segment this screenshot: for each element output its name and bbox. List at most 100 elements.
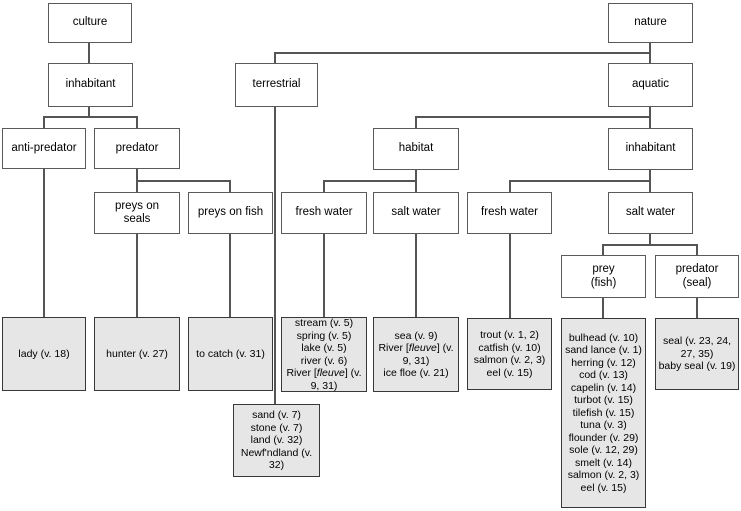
connector-salt-water-habitat-leaf: [415, 234, 417, 317]
node-preys-on-seals: preys on seals: [94, 192, 180, 234]
rail-nature-children: [274, 52, 651, 54]
node-habitat-label: habitat: [398, 142, 434, 155]
node-inhabitant-aquatic: inhabitant: [608, 128, 693, 170]
connector-anti-predator-lady: [43, 169, 45, 317]
leaf-item: catfish (v. 10): [478, 341, 541, 354]
rail-salt-water-children: [602, 244, 698, 246]
rail-inhabitant-children: [43, 116, 138, 118]
leaf-item: hunter (v. 27): [106, 347, 168, 360]
node-aquatic-label: aquatic: [631, 78, 670, 91]
node-prey-fish-label: prey (fish): [590, 263, 617, 289]
node-preys-on-fish-label: preys on fish: [197, 206, 264, 219]
leaf-salt-water-habitat: sea (v. 9)River [fleuve] (v. 9, 31)ice f…: [373, 317, 459, 392]
leaf-item: River [fleuve] (v. 9, 31): [378, 342, 454, 367]
connector-salt-water-down: [649, 234, 651, 245]
leaf-item: herring (v. 12): [571, 356, 636, 369]
leaf-item: trout (v. 1, 2): [480, 329, 539, 341]
rail-inhabitant-aquatic-children: [509, 180, 651, 182]
connector-stub-predator: [136, 117, 138, 128]
leaf-item: smelt (v. 14): [575, 456, 632, 469]
connector-stub-predator-seal: [696, 245, 698, 255]
node-preys-on-seals-label: preys on seals: [114, 199, 160, 226]
leaf-prey-fish: bulhead (v. 10)sand lance (v. 1)herring …: [561, 318, 646, 508]
connector-fresh-water-inhabitant-leaf: [509, 234, 511, 318]
leaf-item: tilefish (v. 15): [572, 406, 635, 419]
leaf-item: cod (v. 13): [579, 369, 628, 382]
leaf-item: flounder (v. 29): [568, 431, 639, 444]
node-preys-on-fish: preys on fish: [188, 192, 273, 234]
node-inhabitant-aquatic-label: inhabitant: [625, 142, 676, 155]
connector-predator-seal-leaf: [696, 298, 698, 318]
node-predator: predator: [94, 128, 180, 169]
leaf-item: salmon (v. 2, 3): [567, 469, 640, 482]
leaf-item: land (v. 32): [250, 434, 303, 447]
connector-inhabitant-down: [88, 107, 90, 118]
node-inhabitant-culture: inhabitant: [48, 63, 133, 107]
leaf-fresh-water-habitat: stream (v. 5)spring (v. 5)lake (v. 5)riv…: [281, 317, 367, 392]
leaf-item: lady (v. 18): [18, 347, 70, 360]
leaf-item: eel (v. 15): [580, 481, 627, 494]
node-culture: culture: [48, 3, 132, 43]
connector-stub-terrestrial: [274, 53, 276, 63]
node-terrestrial-label: terrestrial: [252, 78, 301, 91]
node-predator-seal-label: predator (seal): [675, 263, 719, 289]
node-habitat: habitat: [373, 128, 459, 170]
leaf-item: Newf'ndland (v. 32): [240, 446, 313, 472]
node-salt-water-habitat: salt water: [373, 192, 459, 234]
node-fresh-water-habitat: fresh water: [281, 192, 367, 234]
rail-aquatic-children: [415, 116, 651, 118]
node-predator-seal: predator (seal): [655, 255, 739, 298]
leaf-item: seal (v. 23, 24, 27, 35): [662, 335, 732, 360]
leaf-item: river (v. 6): [300, 354, 348, 367]
node-salt-water-inhabitant-label: salt water: [625, 206, 676, 219]
node-fresh-water-habitat-label: fresh water: [295, 206, 353, 219]
node-aquatic: aquatic: [608, 63, 693, 107]
connector-terrestrial-leaf: [274, 107, 276, 404]
connector-stub-fresh-water-inhabitant: [509, 181, 511, 192]
leaf-item: sole (v. 12, 29): [569, 444, 638, 457]
leaf-item: salmon (v. 2, 3): [473, 354, 546, 366]
leaf-item: spring (v. 5): [296, 329, 352, 342]
node-anti-predator-label: anti-predator: [11, 141, 77, 154]
leaf-item: capelin (v. 14): [570, 381, 637, 394]
leaf-item: baby seal (v. 19): [658, 360, 736, 373]
leaf-to-catch: to catch (v. 31): [188, 317, 273, 391]
leaf-item: stone (v. 7): [250, 421, 303, 434]
connector-stub-anti-predator: [43, 117, 45, 128]
node-salt-water-habitat-label: salt water: [391, 206, 441, 219]
node-salt-water-inhabitant: salt water: [608, 192, 693, 234]
node-culture-label: culture: [72, 16, 108, 29]
node-prey-fish: prey (fish): [561, 255, 646, 298]
node-nature: nature: [608, 3, 693, 43]
leaf-item: sand lance (v. 1): [565, 344, 642, 357]
leaf-item: bulhead (v. 10): [568, 331, 639, 344]
leaf-item: stream (v. 5): [294, 317, 354, 329]
leaf-hunter: hunter (v. 27): [94, 317, 180, 391]
connector-culture-inhabitant: [88, 43, 90, 63]
leaf-lady: lady (v. 18): [2, 317, 86, 391]
leaf-item: tuna (v. 3): [580, 419, 627, 432]
node-fresh-water-inhabitant: fresh water: [467, 192, 552, 234]
connector-preys-on-fish-to-catch: [229, 234, 231, 317]
connector-stub-preys-on-fish: [229, 181, 231, 192]
leaf-item: ice floe (v. 21): [383, 367, 449, 379]
node-anti-predator: anti-predator: [2, 128, 86, 169]
rail-predator-children: [136, 180, 231, 182]
leaf-terrestrial: sand (v. 7)stone (v. 7)land (v. 32)Newf'…: [233, 404, 320, 477]
leaf-fresh-water-inhabitant: trout (v. 1, 2)catfish (v. 10)salmon (v.…: [467, 318, 552, 390]
leaf-item: turbot (v. 15): [574, 394, 633, 407]
leaf-item: lake (v. 5): [301, 342, 347, 354]
node-fresh-water-inhabitant-label: fresh water: [481, 206, 538, 219]
leaf-item: eel (v. 15): [486, 366, 533, 379]
node-terrestrial: terrestrial: [235, 63, 318, 107]
connector-stub-habitat: [415, 117, 417, 128]
leaf-item: sea (v. 9): [394, 329, 438, 342]
node-inhabitant-culture-label: inhabitant: [65, 78, 116, 91]
connector-prey-fish-leaf: [602, 298, 604, 318]
leaf-item: sand (v. 7): [252, 409, 301, 422]
connector-stub-prey-fish: [602, 245, 604, 255]
node-nature-label: nature: [634, 16, 667, 29]
leaf-item: to catch (v. 31): [196, 347, 265, 360]
leaf-predator-seal: seal (v. 23, 24, 27, 35)baby seal (v. 19…: [655, 318, 739, 390]
